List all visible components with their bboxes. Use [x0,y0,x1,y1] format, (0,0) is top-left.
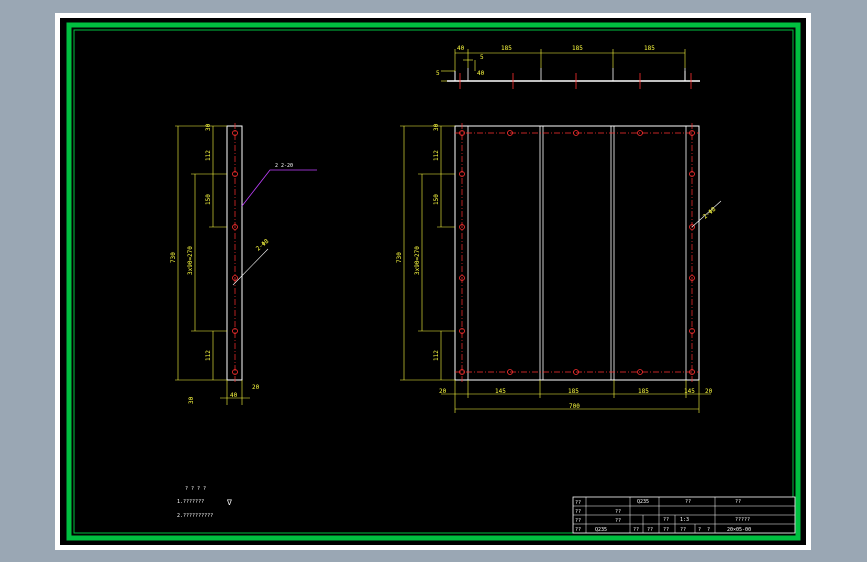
front-view-centerlines [455,123,699,384]
side-dim-112-upper: 112 [205,150,212,161]
front-view-outline [454,125,700,381]
front-dim-20-right: 20 [705,388,713,395]
tb-cell: ?? [680,527,686,533]
top-dim-5-side: 5 [436,70,440,77]
tb-cell: ? [707,527,710,533]
tb-cell: ?? [575,518,581,524]
side-callout-top: 2 2-20 [275,163,293,169]
top-view-hole-centers [459,73,692,89]
tb-cell: 1:3 [680,517,689,523]
side-dim-150: 150 [205,194,212,205]
drawing-sheet: 40 5 185 185 185 5 40 2 2-20 2-Φ8 30 112… [55,13,811,550]
front-dim-chain: 3x90=270 [414,246,421,275]
tb-cell: ?? [575,509,581,515]
title-block: ?? ?? ?? ?? Q235 ?? 1:3 ????? Q235 ?? ??… [572,496,796,534]
tb-cell: ?? [685,499,691,505]
tb-cell: ?? [575,500,581,506]
front-dim-145-left: 145 [495,388,506,395]
drawing-frame [66,22,801,541]
front-dim-150: 150 [433,194,440,205]
tb-cell: Q235 [637,499,649,505]
front-dim-145-right: 145 [684,388,695,395]
front-view-dimension-lines [400,125,711,413]
front-dim-112-lower: 112 [433,350,440,361]
tb-cell: ?? [663,527,669,533]
tb-cell: ?? [647,527,653,533]
roughness-symbol: ∇ [226,498,232,507]
side-view-hole-leader [232,248,269,286]
cad-drawing: 40 5 185 185 185 5 40 2 2-20 2-Φ8 30 112… [60,18,806,545]
tb-cell: ?? [735,499,741,505]
side-dim-chain: 3x90=270 [187,246,194,275]
tb-cell: ?? [615,518,621,524]
top-dim-185-c: 185 [644,45,655,52]
top-dim-185-a: 185 [501,45,512,52]
front-dim-total-width: 700 [569,403,580,410]
tb-cell: ?? [633,527,639,533]
side-dim-112-lower: 112 [205,350,212,361]
front-view-hole-leader [691,200,722,228]
side-dim-30-top: 30 [205,123,212,131]
front-dim-185-b: 185 [638,388,649,395]
top-dim-40: 40 [457,45,465,52]
tb-cell: ?? [615,509,621,515]
side-dim-30-bottom: 30 [188,396,195,404]
side-view-dimension-lines [175,125,250,405]
top-view: 40 5 185 185 185 5 40 [436,45,700,89]
front-dim-20-left: 20 [439,388,447,395]
side-view: 2 2-20 2-Φ8 30 112 150 3x90=270 730 112 … [170,123,317,405]
tb-cell: ?? [575,527,581,533]
front-view-plates [467,126,687,380]
tb-cell: ?? [663,517,669,523]
front-view-holes [459,130,695,375]
front-dim-30-top: 30 [433,123,440,131]
side-view-weld-leader [241,169,317,207]
side-dim-20: 20 [252,384,260,391]
title-block-grid [573,497,795,533]
technical-notes: ? ? ? ? 1.??????? 2.?????????? ∇ [177,486,232,519]
front-dim-total: 730 [396,252,403,263]
tb-cell: ????? [735,517,750,523]
notes-title: ? ? ? ? [185,486,206,492]
top-dim-185-b: 185 [572,45,583,52]
title-block-cells: ?? ?? ?? ?? Q235 ?? 1:3 ????? Q235 ?? ??… [575,499,751,533]
side-view-plate [226,125,243,381]
top-dim-5: 5 [480,54,484,61]
notes-line-2: 2.?????????? [177,513,213,519]
front-dim-185-a: 185 [568,388,579,395]
side-dim-total: 730 [170,252,177,263]
front-dim-112-upper: 112 [433,150,440,161]
side-view-holes [232,130,238,375]
drawing-frame-inner [73,29,794,534]
top-dim-40-b: 40 [477,70,485,77]
sheet-background [60,18,806,545]
tb-drawing-number: 20×05-00 [727,527,751,533]
side-dim-40: 40 [230,392,238,399]
tb-cell: Q235 [595,527,607,533]
tb-cell: ? [698,527,701,533]
notes-line-1: 1.??????? [177,499,204,505]
front-view: 2-Φ8 30 112 150 3x90=270 730 112 20 145 … [396,123,722,413]
top-view-dimension-lines [441,49,686,82]
